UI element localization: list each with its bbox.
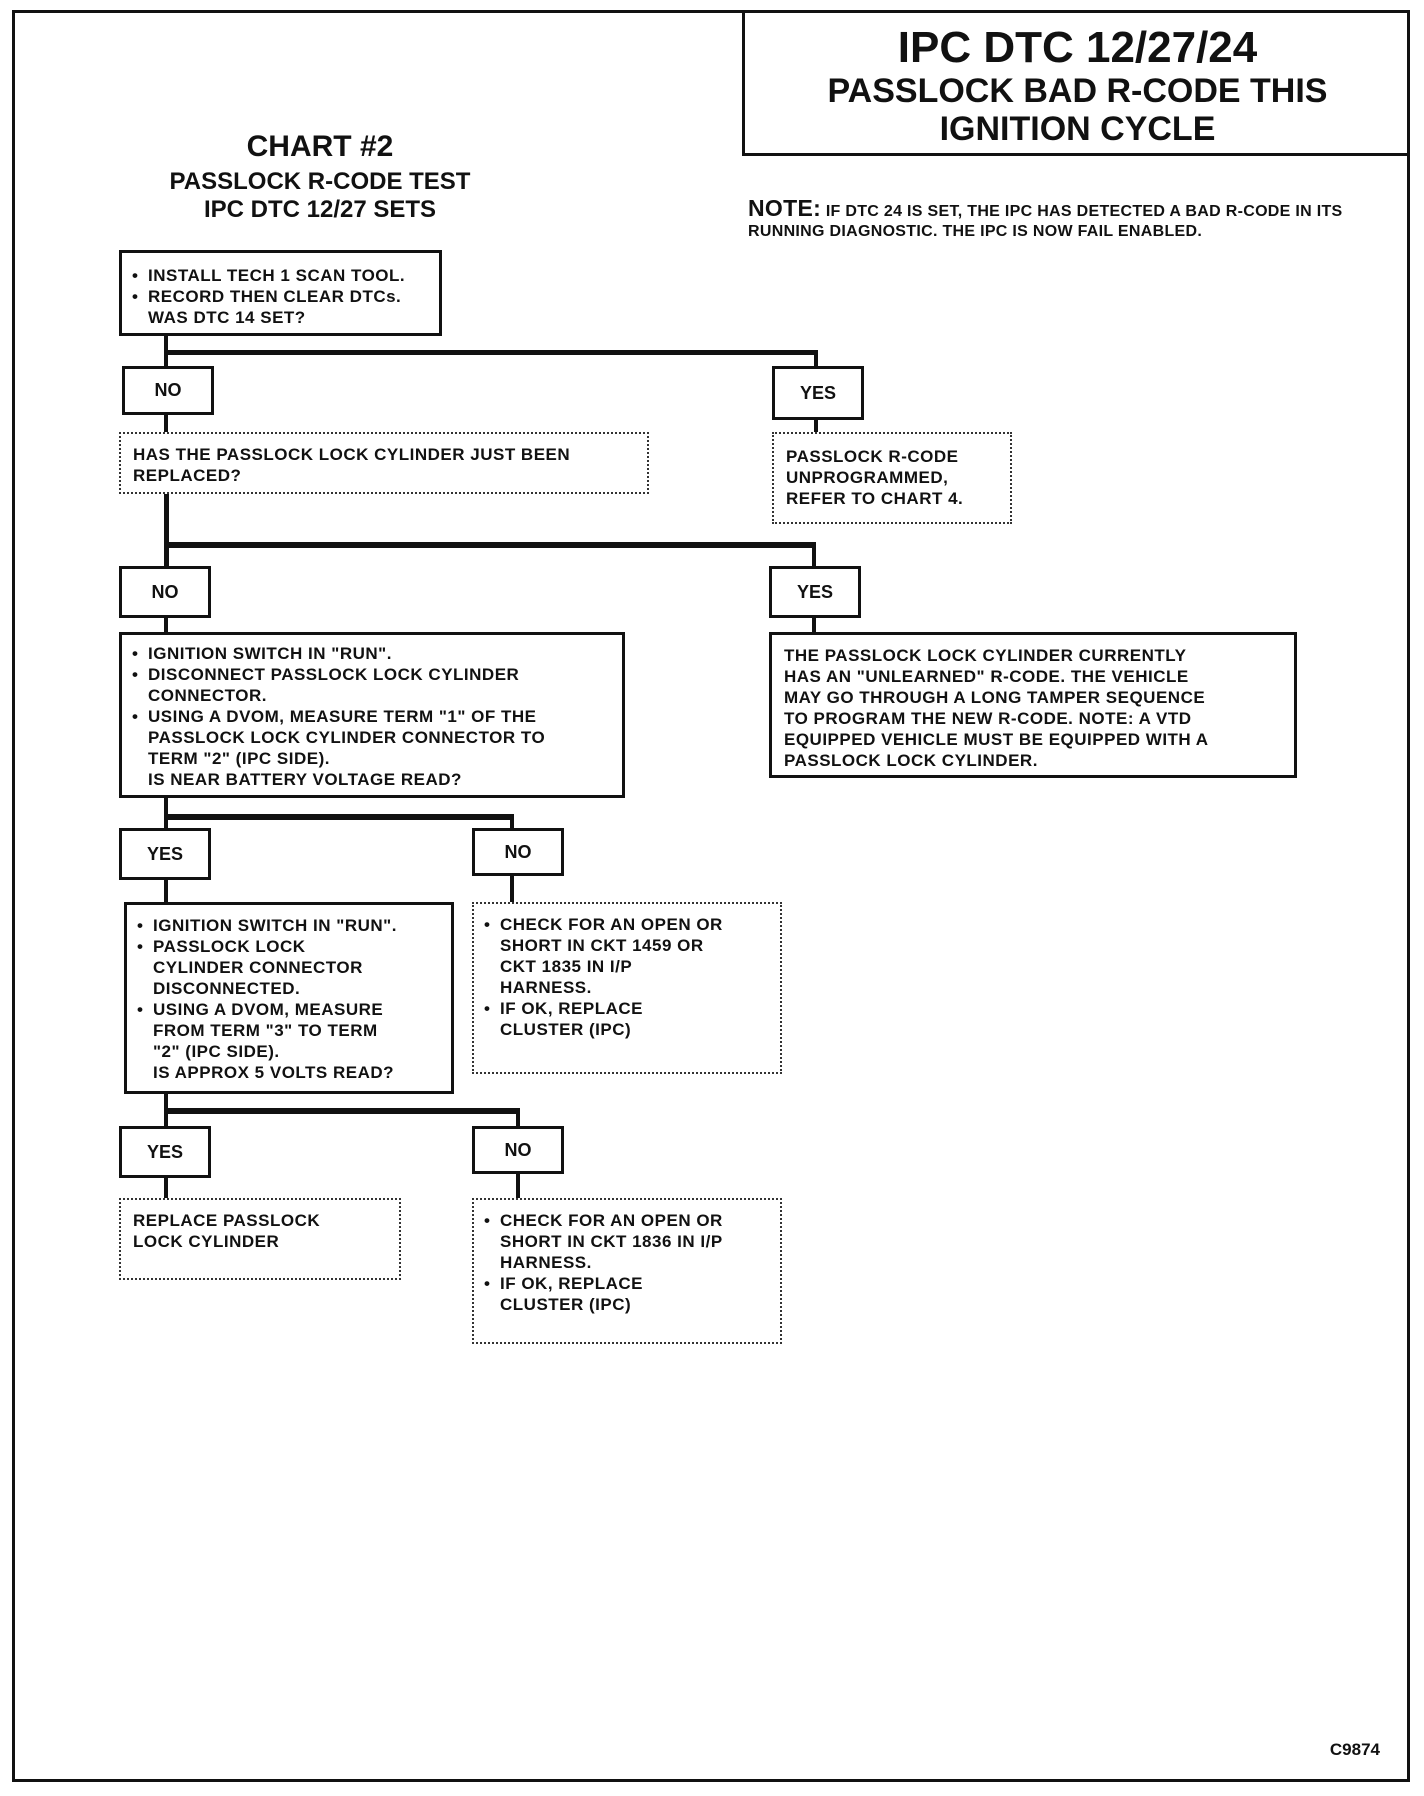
label-yes: YES (769, 566, 861, 618)
label-no: NO (472, 1126, 564, 1174)
step-item: DISCONNECT PASSLOCK LOCK CYLINDER CONNEC… (130, 664, 614, 706)
chart-number: CHART #2 (246, 130, 394, 163)
connector-line (516, 1172, 520, 1200)
step-item: PASSLOCK LOCK CYLINDER CONNECTOR DISCONN… (135, 936, 443, 999)
chart-subtitle: IPC DTC 12/27 SETS (203, 196, 437, 223)
figure-code: C9874 (1329, 1740, 1380, 1759)
label-no: NO (472, 828, 564, 876)
connector-line (164, 1176, 168, 1200)
connector-line (164, 616, 168, 634)
label-yes: YES (119, 1126, 211, 1178)
step-measure-term-3: IGNITION SWITCH IN "RUN". PASSLOCK LOCK … (124, 902, 454, 1094)
step-item: IGNITION SWITCH IN "RUN". (130, 643, 614, 664)
note-label: NOTE: (748, 195, 822, 221)
step-item: INSTALL TECH 1 SCAN TOOL. (130, 265, 431, 286)
connector-line (164, 542, 816, 548)
connector-line (812, 542, 816, 568)
connector-line (812, 616, 816, 634)
note: NOTE: IF DTC 24 IS SET, THE IPC HAS DETE… (748, 195, 1348, 242)
connector-line (164, 796, 168, 830)
label-yes: YES (772, 366, 864, 420)
step-item: RECORD THEN CLEAR DTCs. WAS DTC 14 SET? (130, 286, 431, 328)
step-install-scan-tool: INSTALL TECH 1 SCAN TOOL. RECORD THEN CL… (119, 250, 442, 336)
step-measure-term-1: IGNITION SWITCH IN "RUN". DISCONNECT PAS… (119, 632, 625, 798)
connector-line (510, 874, 514, 904)
step-item: USING A DVOM, MEASURE TERM "1" OF THE PA… (130, 706, 614, 790)
connector-line (164, 412, 168, 434)
label-no: NO (122, 366, 214, 415)
step-item: CHECK FOR AN OPEN OR SHORT IN CKT 1459 O… (482, 914, 772, 998)
connector-line (164, 814, 514, 820)
title-line-2: PASSLOCK BAD R-CODE THIS (827, 72, 1328, 110)
title-dtc: IPC DTC 12/27/24 (897, 23, 1258, 72)
step-check-ckt-1459: CHECK FOR AN OPEN OR SHORT IN CKT 1459 O… (472, 902, 782, 1074)
connector-line (814, 418, 818, 434)
step-item: IF OK, REPLACE CLUSTER (IPC) (482, 1273, 772, 1315)
connector-line (164, 878, 168, 904)
connector-line (164, 492, 169, 568)
step-rcode-unprogrammed: PASSLOCK R-CODE UNPROGRAMMED, REFER TO C… (772, 432, 1012, 524)
connector-line (164, 1092, 168, 1146)
connector-line (164, 350, 818, 355)
connector-line (510, 814, 514, 830)
step-check-ckt-1836: CHECK FOR AN OPEN OR SHORT IN CKT 1836 I… (472, 1198, 782, 1344)
step-replace-lock-cylinder: REPLACE PASSLOCK LOCK CYLINDER (119, 1198, 401, 1280)
chart-title: PASSLOCK R-CODE TEST (169, 168, 471, 195)
title-block: IPC DTC 12/27/24 PASSLOCK BAD R-CODE THI… (742, 10, 1410, 156)
step-item: USING A DVOM, MEASURE FROM TERM "3" TO T… (135, 999, 443, 1083)
step-item: IF OK, REPLACE CLUSTER (IPC) (482, 998, 772, 1040)
title-line-3: IGNITION CYCLE (939, 110, 1216, 148)
connector-line (814, 350, 818, 368)
step-item: IGNITION SWITCH IN "RUN". (135, 915, 443, 936)
label-no: NO (119, 566, 211, 618)
label-yes: YES (119, 828, 211, 880)
connector-line (516, 1108, 520, 1142)
step-item: CHECK FOR AN OPEN OR SHORT IN CKT 1836 I… (482, 1210, 772, 1273)
note-text: IF DTC 24 IS SET, THE IPC HAS DETECTED A… (748, 203, 1343, 240)
step-lock-cylinder-replaced: HAS THE PASSLOCK LOCK CYLINDER JUST BEEN… (119, 432, 649, 494)
connector-line (164, 1108, 520, 1114)
page-border (12, 10, 1410, 1782)
step-unlearned-rcode: THE PASSLOCK LOCK CYLINDER CURRENTLY HAS… (769, 632, 1297, 778)
